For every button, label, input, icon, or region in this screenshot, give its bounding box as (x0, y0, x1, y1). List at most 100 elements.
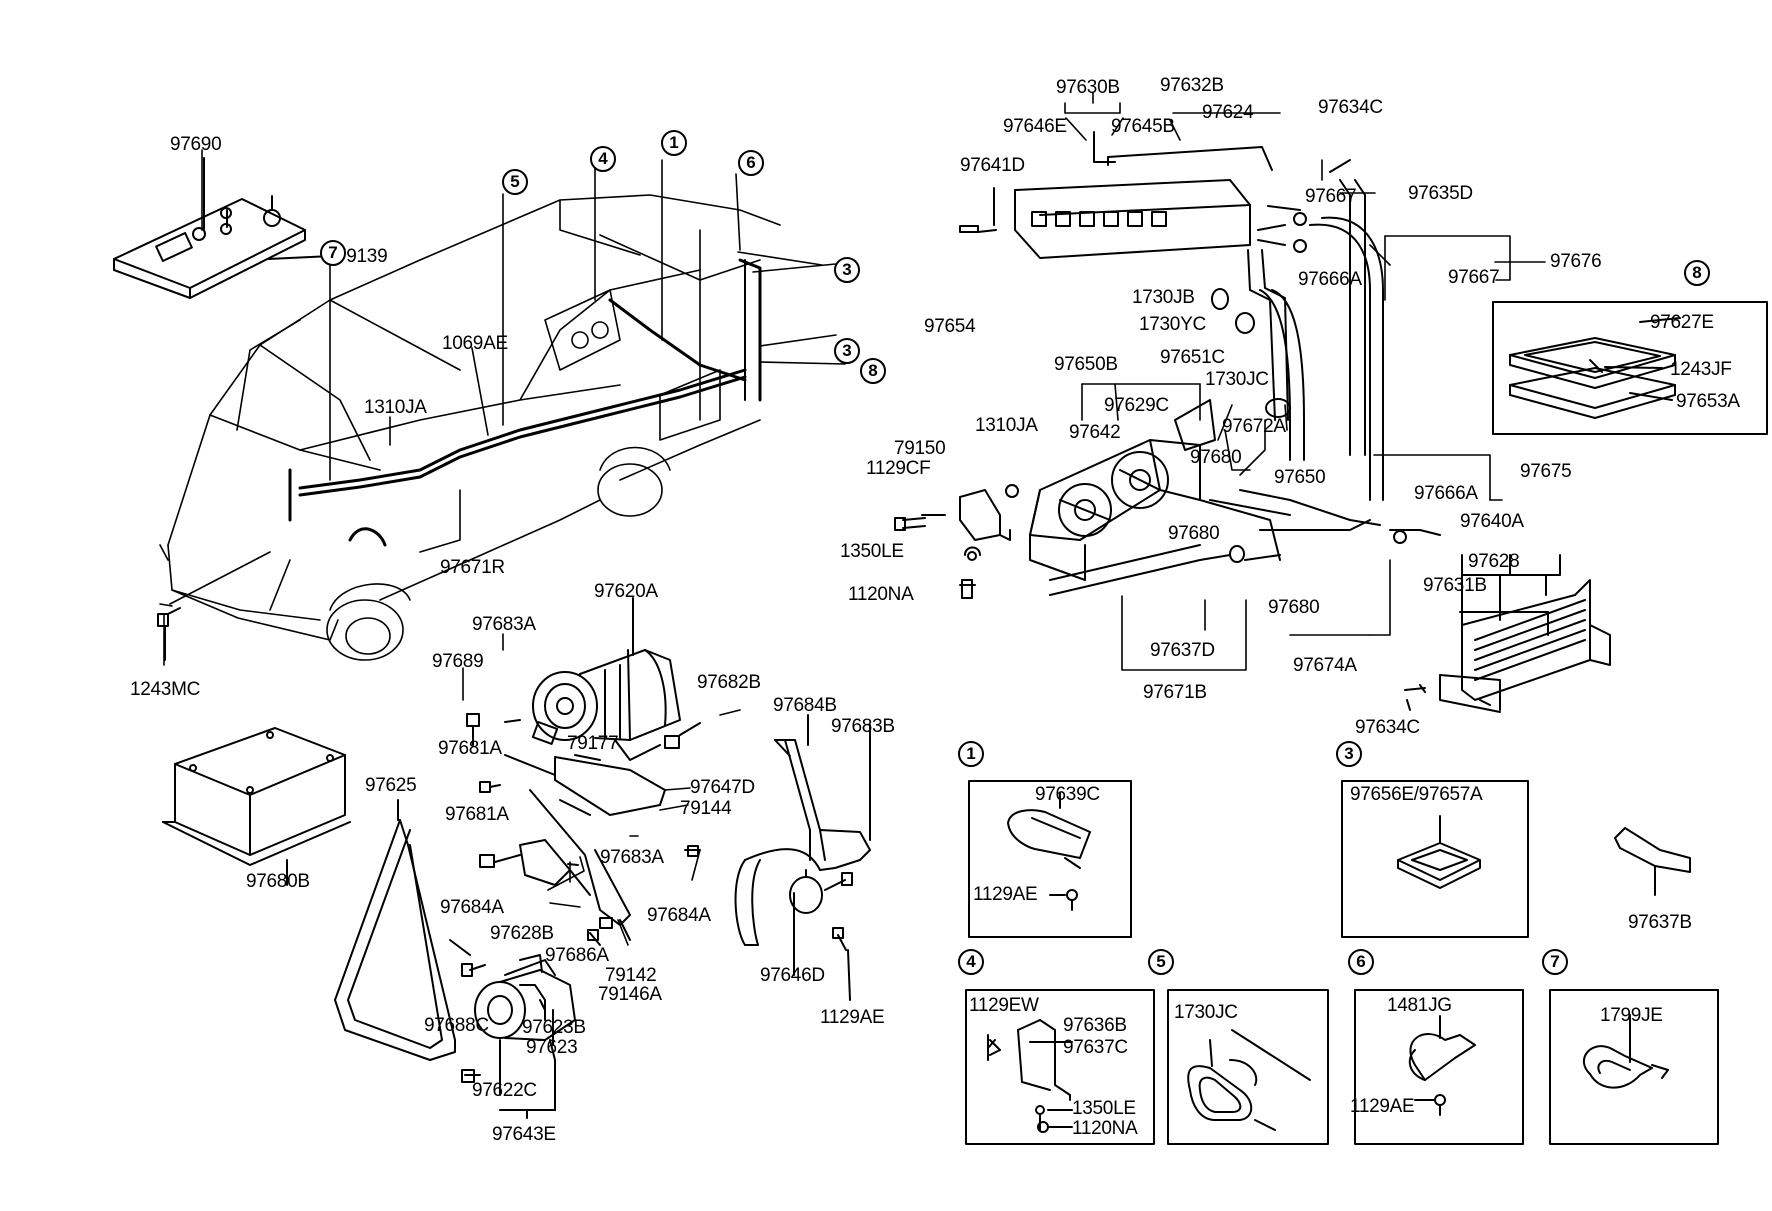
compressor-bracket-drawing (466, 713, 701, 946)
part-label-79144: 79144 (680, 798, 732, 819)
part-label-97620A: 97620A (594, 581, 658, 602)
callout-5-detail: 5 (1148, 949, 1174, 975)
part-label-97688C: 97688C (424, 1015, 489, 1036)
part-label-97684A: 97684A (440, 897, 504, 918)
idler-pulley-drawing (449, 939, 576, 1119)
part-label-97629C: 97629C (1104, 395, 1169, 416)
part-label-1129AE: 1129AE (820, 1007, 885, 1028)
part-label-97683A: 97683A (472, 614, 536, 635)
part-label-1069AE: 1069AE (442, 333, 508, 354)
part-label-97646D: 97646D (760, 965, 825, 986)
part-label-97680-b: 97680 (1168, 523, 1220, 544)
part-label-1243MC: 1243MC (130, 679, 201, 700)
part-label-1310JA: 1310JA (364, 397, 427, 418)
detail-box-4 (965, 989, 1155, 1145)
part-label-97690: 97690 (170, 134, 222, 155)
callout-8-detail: 8 (1684, 260, 1710, 286)
detail8-drawing (1509, 317, 1681, 419)
compressor-drawing (532, 597, 681, 761)
detail-box-1 (968, 780, 1132, 938)
callout-1-detail: 1 (958, 741, 984, 767)
part-label-1730YC: 1730YC (1139, 314, 1206, 335)
part-label-97630B: 97630B (1056, 77, 1120, 98)
part-label-1481JG: 1481JG (1387, 995, 1452, 1016)
van-body-drawing (159, 194, 781, 661)
callout-5: 5 (502, 169, 528, 195)
part-label-1730JB: 1730JB (1132, 287, 1195, 308)
callout-4: 4 (590, 146, 616, 172)
part-label-97650B: 97650B (1054, 354, 1118, 375)
part-label-97671R: 97671R (440, 557, 505, 578)
part-label-97666A: 97666A (1298, 269, 1362, 290)
part-label-1730JC: 1730JC (1205, 369, 1269, 390)
belt-drawing (334, 799, 456, 1061)
part-label-97651C: 97651C (1160, 347, 1225, 368)
detail4-drawing (987, 1019, 1073, 1133)
control-panel-drawing (113, 157, 333, 299)
part-label-1129EW: 1129EW (969, 995, 1039, 1016)
part-label-97656E-97657A: 97656E/97657A (1350, 784, 1483, 805)
part-label-97646E: 97646E (1003, 116, 1067, 137)
part-label-97640A: 97640A (1460, 511, 1524, 532)
part-label-97675: 97675 (1520, 461, 1572, 482)
detail1-drawing (1007, 792, 1091, 911)
part-label-97641D: 97641D (960, 155, 1025, 176)
part-label-97674A: 97674A (1293, 655, 1357, 676)
module-97680B-drawing (162, 727, 351, 886)
part-label-97647D: 97647D (690, 777, 755, 798)
part-label-97643E: 97643E (492, 1124, 556, 1145)
part-label-97642: 97642 (1069, 422, 1121, 443)
callout-6-detail: 6 (1348, 949, 1374, 975)
callout-7-detail: 7 (1542, 949, 1568, 975)
part-label-97628: 97628 (1468, 551, 1520, 572)
callout-4-detail: 4 (958, 949, 984, 975)
part-label-97628B: 97628B (490, 923, 554, 944)
part-label-79150: 79150 (894, 438, 946, 459)
part-label-97680: 97680 (1190, 447, 1242, 468)
detail-box-3 (1341, 780, 1529, 938)
part-label-97635D: 97635D (1408, 183, 1473, 204)
part-label-1350LE-d4: 1350LE (1072, 1098, 1136, 1119)
part-label-97625: 97625 (365, 775, 417, 796)
hose-97684B-drawing (734, 714, 871, 1001)
part-label-97680B: 97680B (246, 871, 310, 892)
evaporator-drawing (1014, 131, 1384, 501)
part-label-1120NA: 1120NA (848, 584, 914, 605)
bracket-79150-drawing (894, 484, 1019, 599)
part-label-97637B: 97637B (1628, 912, 1692, 933)
detail5-drawing (1187, 1029, 1311, 1131)
condenser-97640A-drawing (1404, 554, 1611, 713)
detail7-drawing (1583, 1014, 1669, 1089)
part-label-79146A: 79146A (598, 984, 662, 1005)
part-label-97650: 97650 (1274, 467, 1326, 488)
part-label-97689: 97689 (432, 651, 484, 672)
part-label-97667-b: 97667 (1448, 267, 1500, 288)
part-label-97666A-b: 97666A (1414, 483, 1478, 504)
leader-lines-left (159, 149, 847, 666)
part-label-97671B: 97671B (1143, 682, 1207, 703)
detail-box-6 (1354, 989, 1524, 1145)
condenser-leaders (1081, 383, 1391, 671)
part-label-97684A-b: 97684A (647, 905, 711, 926)
detail-box-8 (1492, 301, 1768, 435)
part-label-97667: 97667 (1305, 186, 1357, 207)
part-label-97622C: 97622C (472, 1080, 537, 1101)
part-label-97680-c: 97680 (1268, 597, 1320, 618)
part-label-1120NA-d4: 1120NA (1072, 1118, 1138, 1139)
part-label-97627E: 97627E (1650, 312, 1714, 333)
part-label-97624: 97624 (1202, 102, 1254, 123)
callout-8: 8 (860, 358, 886, 384)
part-label-97672A: 97672A (1222, 416, 1286, 437)
part-label-97683B: 97683B (831, 716, 895, 737)
part-label-97681A: 97681A (438, 738, 502, 759)
part-label-1730JC-d5: 1730JC (1174, 1002, 1238, 1023)
part-label-97634C-b: 97634C (1355, 717, 1420, 738)
part-label-79139: 79139 (336, 246, 388, 267)
bolt-1243MC-drawing (157, 607, 181, 661)
part-label-97637D: 97637D (1150, 640, 1215, 661)
part-label-97653A: 97653A (1676, 391, 1740, 412)
part-label-97632B: 97632B (1160, 75, 1224, 96)
part-label-79177: 79177 (567, 733, 619, 754)
part-label-97686A: 97686A (545, 945, 609, 966)
